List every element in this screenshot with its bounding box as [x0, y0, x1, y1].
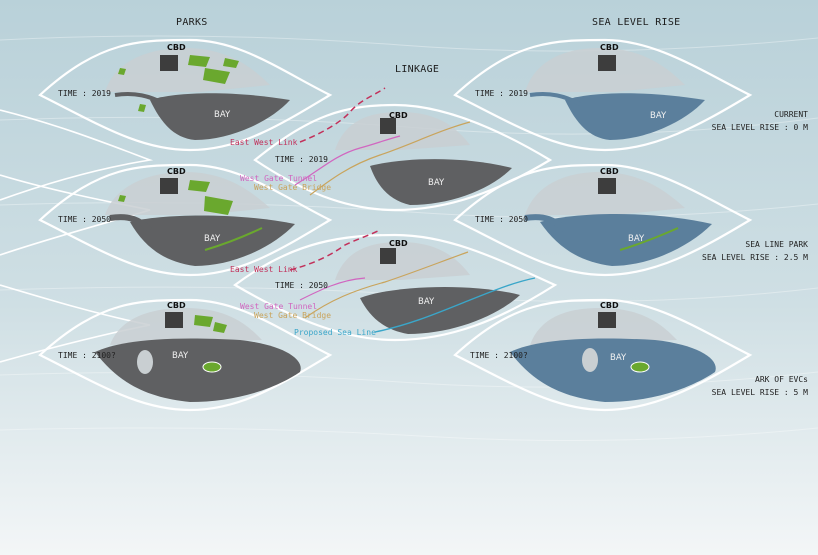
bay-water-2019: [150, 93, 290, 140]
bay-water-2100: [95, 338, 301, 402]
scenario-sea-line-park-rise: SEA LEVEL RISE : 2.5 M: [702, 253, 808, 262]
parks-2019: [118, 55, 239, 112]
time-label-2019: TIME : 2019: [475, 89, 528, 98]
west-gate-tunnel-2019: [294, 135, 401, 186]
bay-label: BAY: [428, 178, 445, 188]
cbd-label: CBD: [600, 167, 619, 176]
ark-of-evcs-2100: [202, 361, 222, 373]
sea-level-lens-2019: CBD BAY TIME : 2019: [453, 38, 753, 152]
scenario-current-rise: SEA LEVEL RISE : 0 M: [712, 123, 809, 132]
time-label-2050: TIME : 2050: [275, 281, 328, 290]
cbd-label: CBD: [389, 111, 408, 120]
time-label-2019: TIME : 2019: [58, 89, 111, 98]
proposed-sea-line: [374, 277, 536, 333]
cbd-label: CBD: [389, 239, 408, 248]
west-gate-bridge-label: West Gate Bridge: [254, 183, 331, 192]
east-west-link-2050: [289, 229, 381, 271]
bay-label: BAY: [418, 297, 435, 307]
west-gate-tunnel-label: West Gate Tunnel: [240, 174, 317, 183]
bay-label: BAY: [628, 234, 645, 244]
linkage-lens-2050: CBD BAY TIME : 2050: [233, 229, 558, 342]
west-gate-tunnel-2050: [299, 277, 366, 301]
time-label-2100: TIME : 2100?: [58, 351, 116, 360]
bay-label: BAY: [172, 351, 189, 361]
scenario-ark-name: ARK OF EVCs: [755, 375, 808, 384]
bay-label: BAY: [610, 353, 627, 363]
parks-lens-2100: CBD BAY TIME : 2100?: [38, 298, 333, 412]
river-2019: [114, 92, 166, 106]
west-gate-bridge-2050: [304, 251, 469, 319]
parks-lens-2019: CBD BAY TIME : 2019: [38, 38, 333, 152]
time-label-2019: TIME : 2019: [275, 155, 328, 164]
sea-level-lens-2050: CBD BAY TIME : 2050: [453, 163, 753, 277]
cbd-label: CBD: [600, 301, 619, 310]
bay-water-2050: [130, 215, 295, 266]
time-label-2050: TIME : 2050: [58, 215, 111, 224]
bay-label: BAY: [650, 111, 667, 121]
bay-label: BAY: [204, 234, 221, 244]
linkage-lens-2019: CBD BAY TIME : 2019: [253, 87, 553, 212]
cbd-label: CBD: [600, 43, 619, 52]
linkage-heading: LINKAGE: [395, 64, 439, 75]
scenario-ark-rise: SEA LEVEL RISE : 5 M: [712, 388, 809, 397]
east-west-link-label: East West Link: [230, 265, 298, 274]
scenario-sea-line-park-name: SEA LINE PARK: [745, 240, 808, 249]
east-west-link-2019: [299, 87, 386, 143]
proposed-sea-line-label: Proposed Sea Line: [294, 328, 376, 337]
scenario-current-name: CURRENT: [774, 110, 808, 119]
sea-line-park-2050: [204, 227, 263, 251]
parks-heading: PARKS: [176, 17, 208, 28]
east-west-link-label: East West Link: [230, 138, 298, 147]
west-gate-bridge-2019: [309, 121, 471, 196]
sea-level-lens-2100: CBD BAY TIME : 2100?: [453, 298, 753, 412]
bay-label: BAY: [214, 110, 231, 120]
west-gate-bridge-label: West Gate Bridge: [254, 311, 331, 320]
cbd-block-2019: [160, 55, 178, 71]
land-2019: [105, 48, 270, 92]
cbd-label: CBD: [167, 167, 186, 176]
island-2100: [137, 350, 153, 374]
parks-lens-2050: CBD BAY TIME : 2050: [38, 163, 333, 277]
west-gate-tunnel-label: West Gate Tunnel: [240, 302, 317, 311]
time-label-2050: TIME : 2050: [475, 215, 528, 224]
time-label-2100: TIME : 2100?: [470, 351, 528, 360]
sea-level-rise-heading: SEA LEVEL RISE: [592, 17, 681, 28]
cbd-label: CBD: [167, 43, 186, 52]
cbd-label: CBD: [167, 301, 186, 310]
